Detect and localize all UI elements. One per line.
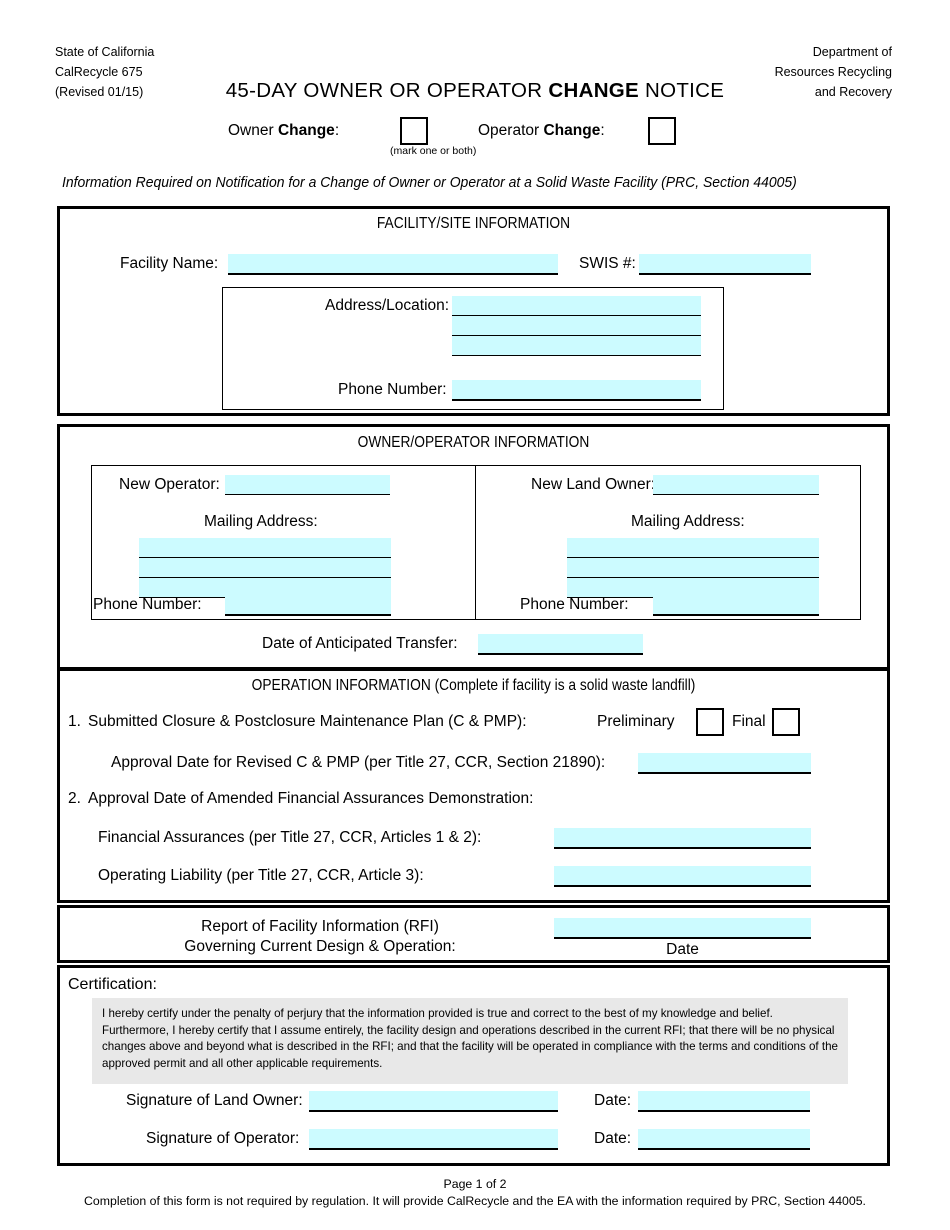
- new-land-owner-box: New Land Owner: Mailing Address: Phone N…: [476, 465, 861, 620]
- anticipated-transfer-label: Date of Anticipated Transfer:: [262, 635, 458, 652]
- operation-item-1-number: 1.: [68, 713, 81, 730]
- department-line-3: and Recovery: [814, 85, 892, 99]
- date-land-owner-input[interactable]: [638, 1091, 810, 1112]
- operator-mailing-line-2-input[interactable]: [139, 558, 391, 578]
- operation-item-2-number: 2.: [68, 790, 81, 807]
- operator-change-label-emphasis: Change: [543, 122, 601, 139]
- signature-operator-label: Signature of Operator:: [146, 1130, 300, 1147]
- facility-phone-input[interactable]: [452, 380, 701, 401]
- rfi-line-1: Report of Facility Information (RFI): [201, 918, 439, 935]
- page-title: 45-DAY OWNER OR OPERATOR CHANGE NOTICE: [0, 79, 950, 103]
- state-line: State of California: [55, 45, 155, 59]
- department-block: Department of Resources Recycling and Re…: [775, 42, 892, 102]
- owner-change-label-colon: :: [334, 122, 340, 139]
- new-land-owner-input[interactable]: [653, 475, 819, 495]
- certification-heading: Certification:: [68, 976, 157, 993]
- signature-operator-input[interactable]: [309, 1129, 558, 1150]
- operation-information-section: OPERATION INFORMATION (Complete if facil…: [57, 668, 890, 903]
- department-line-1: Department of: [812, 45, 892, 59]
- title-part-2: NOTICE: [639, 79, 725, 102]
- page-number: Page 1 of 2: [443, 1177, 507, 1191]
- new-operator-input[interactable]: [225, 475, 390, 495]
- signature-land-owner-label: Signature of Land Owner:: [126, 1092, 303, 1109]
- cpmp-approval-date-input[interactable]: [638, 753, 811, 774]
- facility-phone-label: Phone Number:: [338, 381, 447, 398]
- operator-phone-label: Phone Number:: [93, 596, 202, 613]
- date-operator-label: Date:: [594, 1130, 632, 1147]
- operating-liability-input[interactable]: [554, 866, 811, 887]
- new-land-owner-label: New Land Owner:: [531, 476, 656, 493]
- facility-section-title: FACILITY/SITE INFORMATION: [376, 215, 571, 232]
- swis-number-label: SWIS #:: [579, 255, 636, 272]
- signature-land-owner-input[interactable]: [309, 1091, 558, 1112]
- operator-phone-input[interactable]: [225, 595, 391, 616]
- rfi-line-2: Governing Current Design & Operation:: [184, 938, 456, 955]
- facility-name-input[interactable]: [228, 254, 558, 275]
- operator-mailing-address-label: Mailing Address:: [204, 513, 318, 530]
- operator-change-label-colon: :: [600, 122, 605, 139]
- operation-section-title: OPERATION INFORMATION (Complete if facil…: [251, 677, 696, 694]
- certification-paragraph: I hereby certify under the penalty of pe…: [92, 998, 848, 1084]
- owner-operator-section: OWNER/OPERATOR INFORMATION New Operator:…: [57, 424, 890, 670]
- certification-section: Certification: I hereby certify under th…: [57, 965, 890, 1166]
- preliminary-label: Preliminary: [597, 713, 675, 730]
- title-emphasis: CHANGE: [548, 79, 640, 102]
- facility-name-label: Facility Name:: [120, 255, 219, 272]
- form-number-line: CalRecycle 675: [55, 65, 143, 79]
- final-label: Final: [732, 713, 766, 730]
- owner-change-label-text: Owner: [228, 122, 278, 139]
- operator-change-label: Operator Change:: [478, 122, 605, 140]
- preliminary-checkbox[interactable]: [696, 708, 724, 736]
- operator-change-checkbox[interactable]: [648, 117, 676, 145]
- new-operator-label: New Operator:: [119, 476, 220, 493]
- mark-one-or-both-note: (mark one or both): [390, 145, 477, 157]
- operation-item-1-label: Submitted Closure & Postclosure Maintena…: [88, 713, 527, 730]
- footer: Page 1 of 2 Completion of this form is n…: [0, 1176, 950, 1210]
- revision-line: (Revised 01/15): [55, 85, 144, 99]
- owner-phone-input[interactable]: [653, 595, 819, 616]
- date-land-owner-label: Date:: [594, 1092, 632, 1109]
- form-subtitle: Information Required on Notification for…: [62, 174, 797, 191]
- operating-liability-label: Operating Liability (per Title 27, CCR, …: [98, 867, 424, 884]
- agency-identifier-block: State of California CalRecycle 675 (Revi…: [55, 42, 154, 102]
- address-line-2-input[interactable]: [452, 316, 701, 336]
- owner-mailing-line-2-input[interactable]: [567, 558, 819, 578]
- address-location-label: Address/Location:: [325, 297, 450, 314]
- owner-change-checkbox[interactable]: [400, 117, 428, 145]
- operation-item-2-label: Approval Date of Amended Financial Assur…: [88, 790, 534, 807]
- owner-change-label: Owner Change:: [228, 122, 339, 140]
- operator-change-label-text: Operator: [478, 122, 544, 139]
- department-line-2: Resources Recycling: [774, 65, 892, 79]
- anticipated-transfer-input[interactable]: [478, 634, 643, 655]
- financial-assurances-label: Financial Assurances (per Title 27, CCR,…: [98, 829, 482, 846]
- footer-note: Completion of this form is not required …: [84, 1194, 866, 1208]
- facility-address-box: Address/Location: Phone Number:: [222, 287, 724, 410]
- address-line-1-input[interactable]: [452, 296, 701, 316]
- owner-phone-label: Phone Number:: [520, 596, 629, 613]
- final-checkbox[interactable]: [772, 708, 800, 736]
- owner-mailing-address-label: Mailing Address:: [631, 513, 745, 530]
- rfi-date-input[interactable]: [554, 918, 811, 939]
- operator-mailing-line-1-input[interactable]: [139, 538, 391, 558]
- rfi-date-caption: Date: [666, 941, 699, 958]
- title-part-1: 45-DAY OWNER OR OPERATOR: [225, 79, 549, 102]
- rfi-section: Report of Facility Information (RFI) Gov…: [57, 905, 890, 963]
- facility-site-section: FACILITY/SITE INFORMATION Facility Name:…: [57, 206, 890, 416]
- address-line-3-input[interactable]: [452, 336, 701, 356]
- owner-mailing-line-1-input[interactable]: [567, 538, 819, 558]
- date-operator-input[interactable]: [638, 1129, 810, 1150]
- new-operator-box: New Operator: Mailing Address: Phone Num…: [91, 465, 476, 620]
- swis-number-input[interactable]: [639, 254, 811, 275]
- owner-change-label-emphasis: Change: [277, 122, 335, 139]
- cpmp-approval-date-label: Approval Date for Revised C & PMP (per T…: [111, 754, 606, 771]
- financial-assurances-input[interactable]: [554, 828, 811, 849]
- owner-operator-section-title: OWNER/OPERATOR INFORMATION: [357, 434, 590, 451]
